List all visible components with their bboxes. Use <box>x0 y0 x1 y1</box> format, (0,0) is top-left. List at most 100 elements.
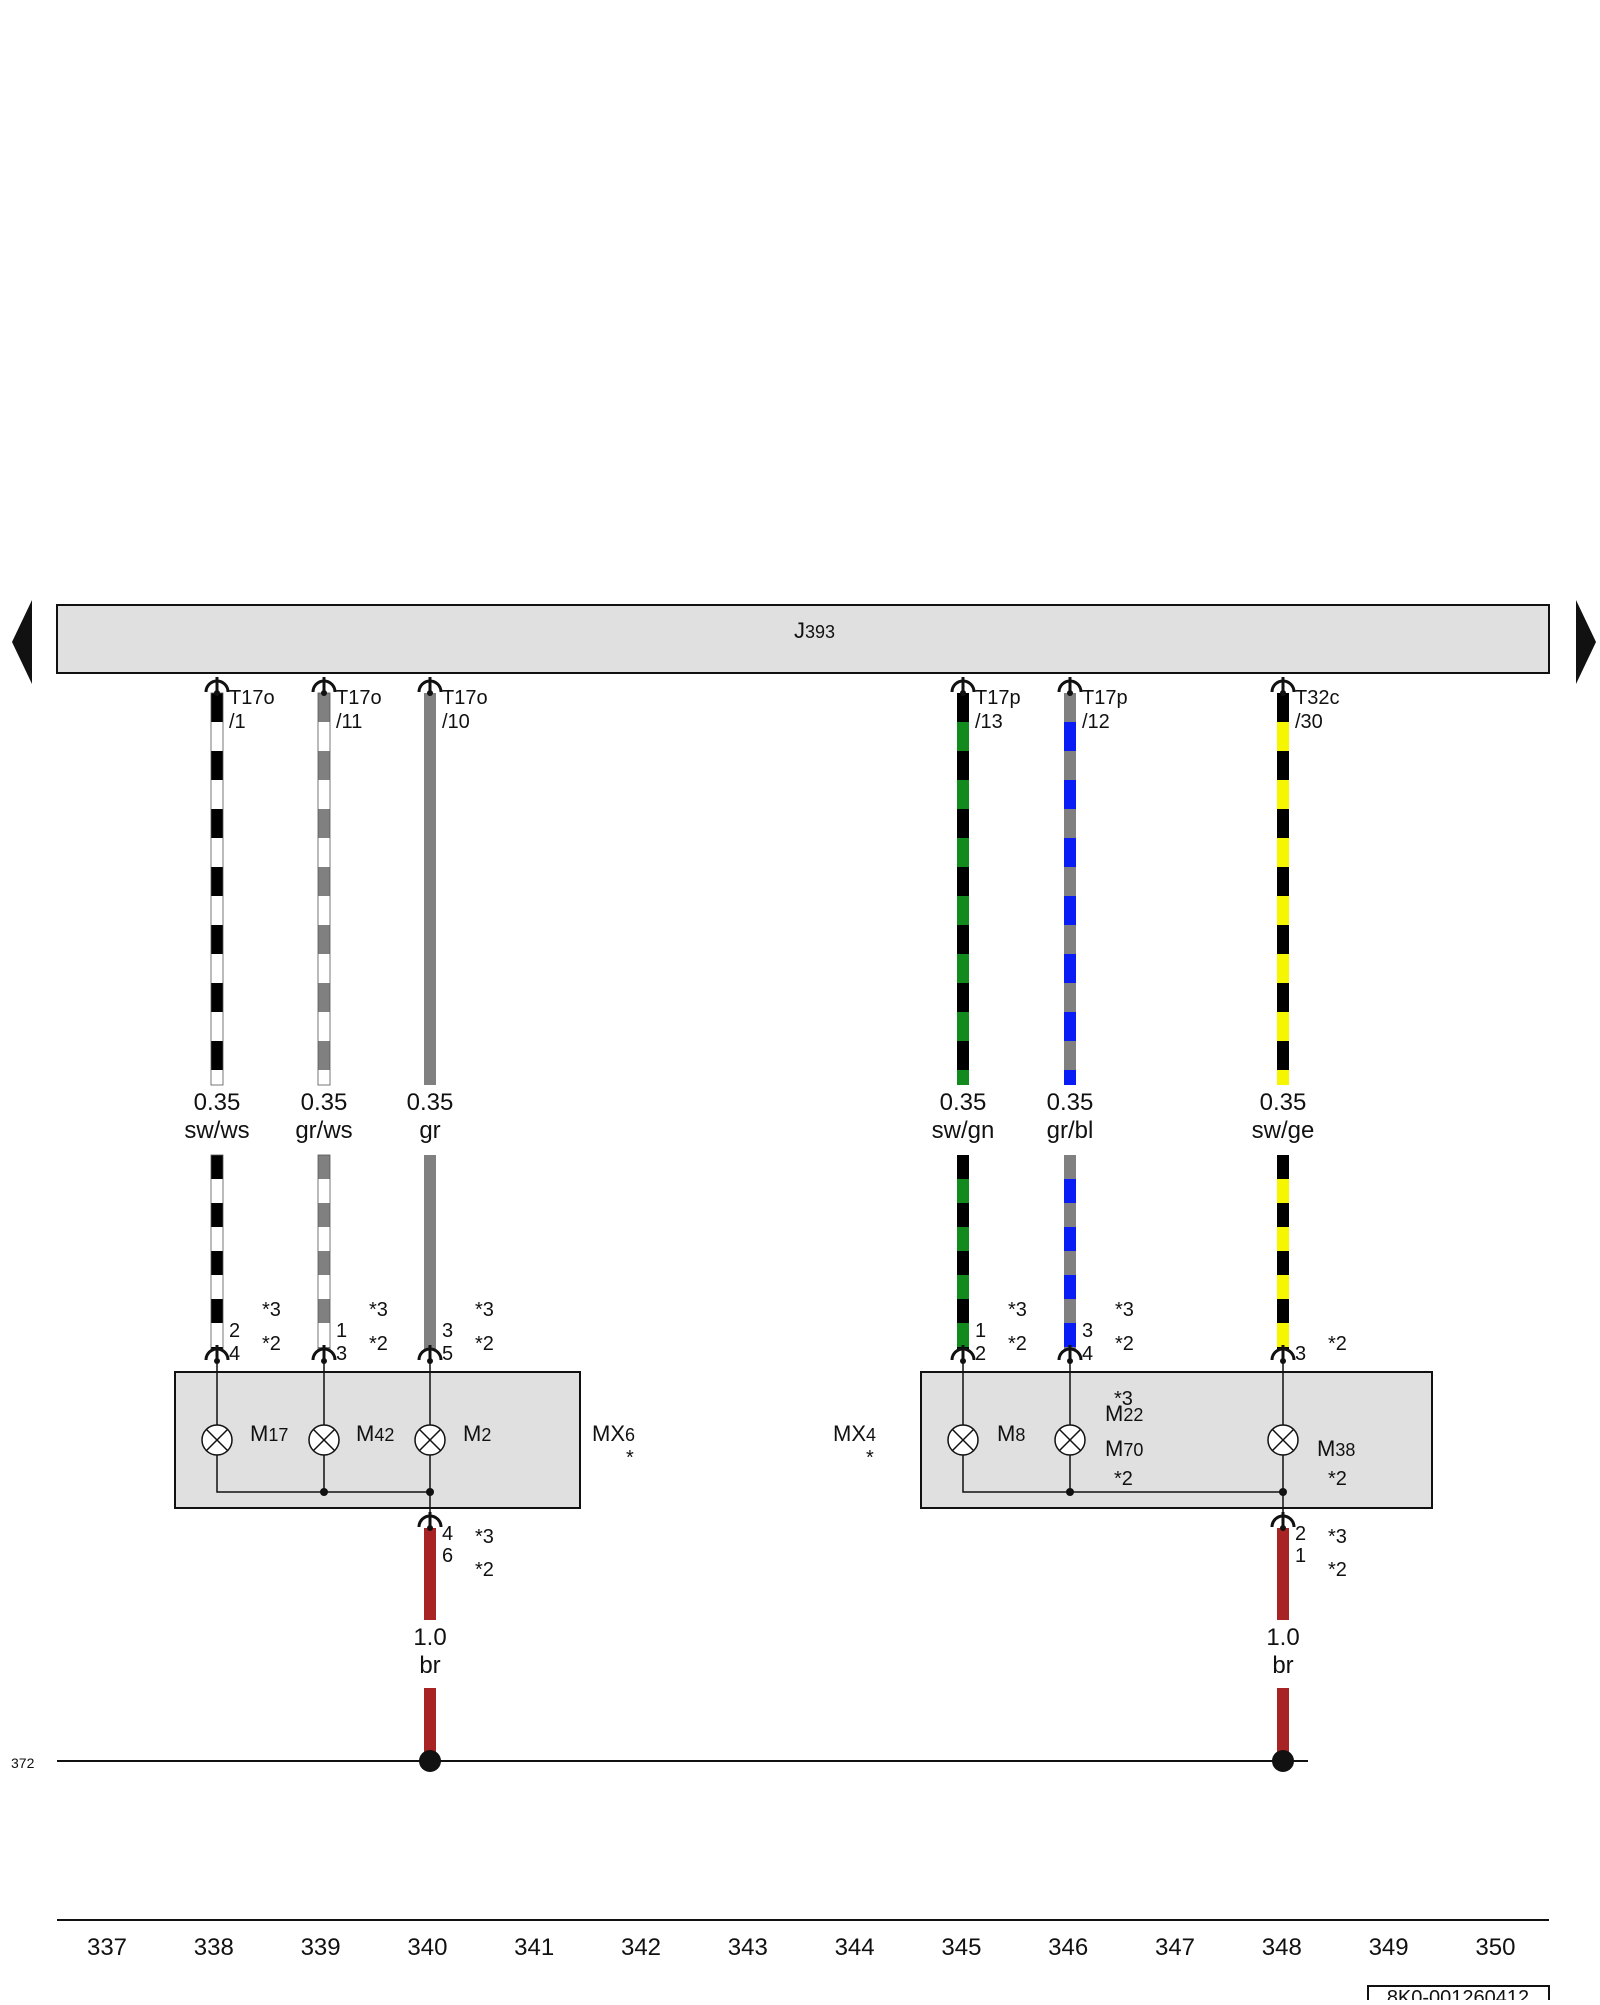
lamp-label-m2: M2 <box>463 1421 491 1446</box>
pin-number: 4 <box>442 1523 453 1545</box>
wire-color: sw/ge <box>1252 1117 1315 1144</box>
variant-mark: *2 <box>369 1333 388 1355</box>
wire-color: sw/ws <box>184 1117 249 1144</box>
ruler-number: 346 <box>1048 1934 1088 1961</box>
lamp-assembly-mx6: M17 M42 M2 MX6 * <box>174 1355 635 1520</box>
variant-mark: *2 <box>1328 1333 1347 1355</box>
pin-number: 3 <box>1082 1320 1093 1342</box>
connector-pin: /11 <box>336 711 362 733</box>
variant-mark: *3 <box>1328 1526 1347 1548</box>
ground-wire[interactable]: 46*3*21.0br <box>413 1512 494 1761</box>
wire-size: 0.35 <box>1047 1089 1094 1116</box>
lamp-mark: *2 <box>1114 1468 1133 1490</box>
connector-label: T17o <box>336 687 382 709</box>
control-unit-label: J393 <box>794 618 835 643</box>
ruler-number: 342 <box>621 1934 661 1961</box>
wire-color: gr/bl <box>1047 1117 1094 1144</box>
connector-label: T32c <box>1295 687 1339 709</box>
assembly-note: * <box>866 1447 874 1469</box>
document-id: 8K0-001260412 <box>1387 1987 1529 2000</box>
wire-size: 1.0 <box>413 1624 446 1651</box>
ruler-number: 338 <box>194 1934 234 1961</box>
lamp-icon <box>201 1424 233 1456</box>
connector-pin: /30 <box>1295 711 1323 733</box>
connector-icon <box>1057 677 1083 696</box>
ground-bus-ref: 372 <box>11 1755 35 1771</box>
wire-stripes <box>424 693 436 1085</box>
pin-number: 3 <box>336 1343 347 1365</box>
assembly-label-mx4: MX4 <box>833 1421 876 1446</box>
assembly-label-mx6: MX6 <box>592 1421 635 1446</box>
lamp-icon <box>947 1424 979 1456</box>
wire-color: gr <box>419 1117 440 1144</box>
wire-size: 0.35 <box>301 1089 348 1116</box>
lamp-label-m38: M38 <box>1317 1436 1355 1461</box>
arrow-left-icon[interactable] <box>12 600 32 684</box>
lamp-mark: *2 <box>1328 1468 1347 1490</box>
connector-icon <box>1270 1512 1296 1531</box>
variant-mark: *2 <box>1328 1559 1347 1581</box>
ruler-number: 343 <box>728 1934 768 1961</box>
wire-stripes <box>1277 693 1289 1085</box>
ground-junction <box>419 1750 441 1772</box>
lamp-icon <box>414 1424 446 1456</box>
lamp-mark: *3 <box>1114 1388 1133 1410</box>
wire-stripes <box>1064 1155 1076 1350</box>
ruler-number: 341 <box>514 1934 554 1961</box>
connector-icon <box>1270 677 1296 696</box>
ground-bus: 372 <box>11 1750 1308 1772</box>
variant-mark: *2 <box>1115 1333 1134 1355</box>
connector-icon <box>950 677 976 696</box>
pin-number: 5 <box>442 1343 453 1365</box>
wire-size: 1.0 <box>1266 1624 1299 1651</box>
pin-number: 1 <box>336 1320 347 1342</box>
ruler-number: 348 <box>1262 1934 1302 1961</box>
wire-stripes <box>1064 693 1076 1085</box>
connector-pin: /10 <box>442 711 470 733</box>
variant-mark: *3 <box>1115 1299 1134 1321</box>
connector-label: T17o <box>442 687 488 709</box>
connector-pin: /1 <box>229 711 246 733</box>
pin-number: 2 <box>1295 1523 1306 1545</box>
wire-color: sw/gn <box>932 1117 995 1144</box>
variant-mark: *2 <box>262 1333 281 1355</box>
ruler-number: 339 <box>301 1934 341 1961</box>
variant-mark: *3 <box>475 1299 494 1321</box>
wire-stripes <box>317 692 331 1086</box>
variant-mark: *3 <box>262 1299 281 1321</box>
lamp-label-m70: M70 <box>1105 1436 1143 1461</box>
connector-label: T17o <box>229 687 275 709</box>
document-id-box: 8K0-001260412 <box>1367 1985 1550 2005</box>
variant-mark: *3 <box>369 1299 388 1321</box>
connector-icon <box>311 677 337 696</box>
wire-stripes <box>957 1155 969 1350</box>
lamp-icon <box>308 1424 340 1456</box>
variant-mark: *3 <box>475 1526 494 1548</box>
variant-mark: *3 <box>1008 1299 1027 1321</box>
wire-stripes <box>957 693 969 1085</box>
wire-color: gr/ws <box>295 1117 352 1144</box>
pin-number: 1 <box>975 1320 986 1342</box>
connector-icon <box>417 677 443 696</box>
lamp-icon <box>1054 1424 1086 1456</box>
lamp-label-m8: M8 <box>997 1421 1025 1446</box>
arrow-right-icon[interactable] <box>1576 600 1596 684</box>
ground-junction <box>1272 1750 1294 1772</box>
ruler-number: 350 <box>1475 1934 1515 1961</box>
wire-stripes <box>210 1154 224 1351</box>
connector-pin: /12 <box>1082 711 1110 733</box>
wire-size: 0.35 <box>1260 1089 1307 1116</box>
ruler-number: 340 <box>407 1934 447 1961</box>
ground-wire[interactable]: 21*3*21.0br <box>1266 1512 1347 1761</box>
pin-number: 4 <box>1082 1343 1093 1365</box>
